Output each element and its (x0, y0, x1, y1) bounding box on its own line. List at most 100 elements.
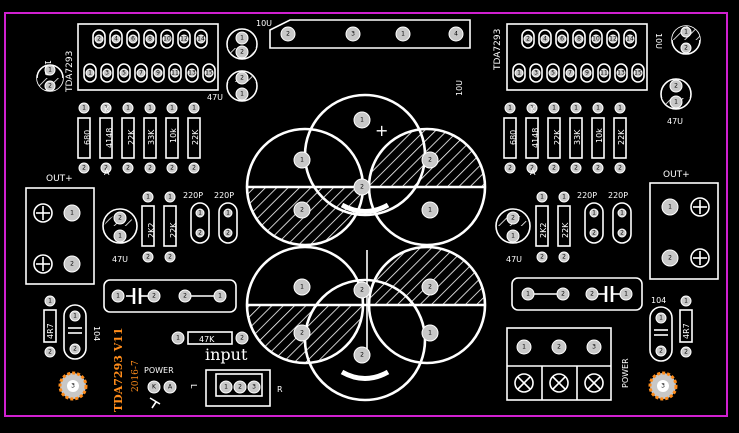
resistor-pad (144, 162, 156, 174)
chip-pin-pad (196, 34, 206, 44)
chip-pin-pad (625, 34, 635, 44)
svg-text:1: 1 (684, 298, 688, 305)
pad-number: 8 (577, 36, 581, 43)
chip-pin-outline (589, 29, 603, 49)
cap-10u-right: 1 2 (671, 25, 701, 55)
mount-hole-left: 3 (58, 371, 88, 401)
pad-number: 1 (517, 70, 521, 77)
svg-text:2: 2 (674, 83, 678, 90)
cap-10u-right-label: 10U (455, 80, 464, 96)
pad-number: 2 (126, 165, 130, 172)
svg-text:1: 1 (300, 157, 304, 164)
pad-number: 1 (146, 194, 150, 201)
resistor-body (557, 205, 571, 247)
resistor-pad (164, 191, 176, 203)
pad-number: 2 (592, 230, 596, 237)
pad-number: 2 (530, 165, 534, 172)
chip-pin-pad (204, 68, 214, 78)
cap-47u-right-bot-label: 47U (506, 255, 522, 264)
input-l-label: L (189, 384, 198, 389)
resistor-pad (166, 162, 178, 174)
cap-10u-top: 2 3 1 4 (269, 19, 471, 49)
svg-text:2: 2 (659, 348, 663, 355)
svg-text:2: 2 (183, 293, 187, 300)
cap-47u-left-mid: 2 1 (226, 70, 258, 102)
svg-text:1: 1 (218, 293, 222, 300)
pad-number: 1 (170, 105, 174, 112)
cap-10u-left: 1 2 (36, 64, 64, 92)
cap-pad (223, 228, 233, 238)
pad-number: 1 (574, 105, 578, 112)
resistor-body (525, 117, 539, 159)
svg-text:1: 1 (684, 29, 688, 36)
diode-l-label: 4148 (105, 128, 114, 148)
chip-pin-pad (119, 68, 129, 78)
chip-pin-outline (83, 63, 97, 83)
chip-right-label: TDA7293 (493, 29, 503, 71)
svg-text:1: 1 (118, 233, 122, 240)
chip-pin-outline (134, 63, 148, 83)
ceramic-cap-body (612, 202, 632, 244)
svg-text:2: 2 (590, 291, 594, 298)
pad-number: 2 (540, 254, 544, 261)
k-mark-left: K (104, 105, 110, 114)
svg-text:2: 2 (238, 384, 242, 391)
ceramic-cap-body (218, 202, 238, 244)
resistor-pad (558, 251, 570, 263)
svg-text:2: 2 (684, 349, 688, 356)
chip-pin-pad (565, 68, 575, 78)
svg-text:3: 3 (351, 31, 355, 38)
led-a-pad: A (168, 384, 173, 391)
svg-text:1: 1 (48, 298, 52, 305)
pad-number: 14 (626, 36, 634, 43)
svg-text:2: 2 (240, 49, 244, 56)
resistor-pad (536, 191, 548, 203)
chip-pin-outline (614, 63, 628, 83)
cap-pad (223, 208, 233, 218)
svg-text:4: 4 (454, 31, 458, 38)
res-22k-l3-label: 22K (169, 222, 178, 238)
pad-number: 2 (168, 254, 172, 261)
svg-text:1: 1 (511, 233, 515, 240)
pad-number: 11 (171, 70, 179, 77)
svg-text:1: 1 (428, 207, 432, 214)
pad-number: 6 (131, 36, 135, 43)
pad-number: 1 (562, 194, 566, 201)
resistor-pad (100, 102, 112, 114)
board-title: TDA7293 V11 (112, 327, 125, 412)
mount-hole-right: 3 (648, 371, 678, 401)
chip-pin-pad (540, 34, 550, 44)
chip-pin-outline (572, 29, 586, 49)
input-connector: 1 2 3 (205, 369, 271, 407)
chip-pin-pad (85, 68, 95, 78)
cap-47u-left-top-label: 47U (207, 93, 223, 102)
chip-pin-outline (109, 29, 123, 49)
filter-caps: 1 1 2 2 2 1 1 2 2 2 2 1 (245, 93, 487, 402)
pad-number: 2 (146, 254, 150, 261)
terminal-out-left: 1 2 (25, 187, 95, 285)
pad-number: 1 (540, 194, 544, 201)
pad-number: 4 (114, 36, 118, 43)
svg-text:2: 2 (428, 284, 432, 291)
chip-pin-pad (514, 68, 524, 78)
resistor-pad (504, 102, 516, 114)
chip-pin-outline (555, 29, 569, 49)
resistor-body (163, 205, 177, 247)
pad-number: 3 (105, 70, 109, 77)
pad-number: 1 (82, 105, 86, 112)
resistor-pad (78, 162, 90, 174)
cap-10u-top-label: 10U (256, 19, 272, 28)
svg-text:1: 1 (668, 204, 672, 211)
resistor-pad (570, 162, 582, 174)
cap-47u-left-bot: 2 1 (102, 208, 138, 244)
resistor-body (503, 117, 517, 159)
pad-number: 1 (126, 105, 130, 112)
led-k-pad: K (152, 384, 157, 391)
svg-text:2: 2 (48, 349, 52, 356)
chip-pin-pad (591, 34, 601, 44)
pad-number: 2 (198, 230, 202, 237)
pad-number: 15 (205, 70, 213, 77)
